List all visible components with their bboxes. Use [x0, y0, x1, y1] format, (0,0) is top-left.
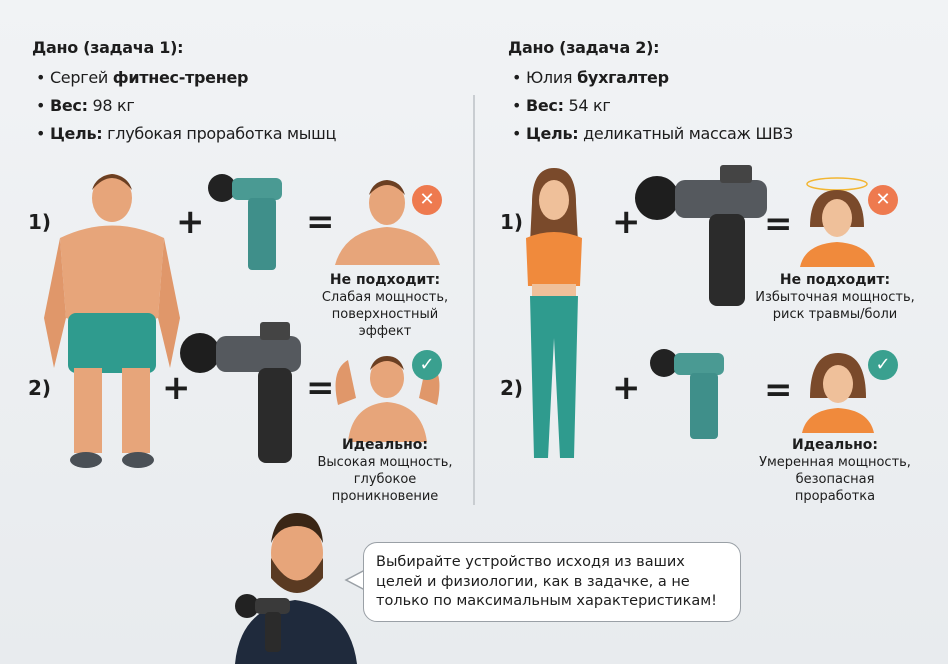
task1-option2-number: 2): [28, 376, 52, 400]
caption-line: проникновение: [331, 489, 439, 504]
task1-weight: • Вес: 98 кг: [36, 96, 135, 115]
advice-speech-bubble: Выбирайте устройство исходя из ваших цел…: [363, 542, 741, 622]
equals-sign: =: [764, 370, 793, 410]
equals-sign: =: [764, 204, 793, 244]
task1-option2-caption: Идеально: Высокая мощность, глубокое про…: [300, 437, 470, 505]
caption-line: Избыточная мощность,: [755, 290, 915, 305]
compact-massage-gun-illustration: [208, 174, 282, 270]
task2-option1-number: 1): [500, 210, 524, 234]
advisor-man-illustration: [235, 513, 357, 664]
sad-man-illustration: [335, 180, 440, 265]
plus-sign: +: [176, 202, 205, 242]
caption-line: Слабая мощность,: [321, 290, 449, 305]
caption-line: поверхностный: [331, 307, 439, 322]
caption-line: эффект: [358, 324, 412, 339]
caption-line: Умеренная мощность,: [759, 455, 911, 470]
caption-title: Не подходит:: [779, 272, 891, 288]
task2-person: • Юлия бухгалтер: [512, 68, 669, 87]
equals-sign: =: [306, 368, 335, 408]
task2-option1-caption: Не подходит: Избыточная мощность, риск т…: [750, 272, 920, 323]
dizzy-woman-illustration: [800, 177, 875, 267]
equals-sign: =: [306, 202, 335, 242]
check-icon: ✓: [412, 350, 442, 380]
check-icon: ✓: [868, 350, 898, 380]
compact-massage-gun-illustration: [650, 349, 724, 439]
speech-bubble-tail: [344, 569, 366, 591]
muscular-man-illustration: [44, 174, 180, 468]
task2-goal: • Цель: деликатный массаж ШВЗ: [512, 124, 793, 143]
caption-title: Не подходит:: [329, 272, 441, 288]
powerful-massage-gun-illustration: [180, 322, 301, 463]
task2-option2-caption: Идеально: Умеренная мощность, безопасная…: [750, 437, 920, 505]
task1-goal: • Цель: глубокая проработка мышц: [36, 124, 337, 143]
caption-title: Идеально:: [342, 437, 428, 453]
caption-line: риск травмы/боли: [772, 307, 898, 322]
powerful-massage-gun-illustration: [635, 165, 767, 306]
plus-sign: +: [162, 368, 191, 408]
x-icon: ✕: [868, 185, 898, 215]
task1-person: • Сергей фитнес-тренер: [36, 68, 249, 87]
task1-option1-caption: Не подходит: Слабая мощность, поверхност…: [300, 272, 470, 340]
caption-line: проработка: [794, 489, 876, 504]
task1-option1-number: 1): [28, 210, 52, 234]
task2-weight: • Вес: 54 кг: [512, 96, 611, 115]
x-icon: ✕: [412, 185, 442, 215]
plus-sign: +: [612, 202, 641, 242]
divider: [473, 95, 475, 505]
plus-sign: +: [612, 368, 641, 408]
task2-heading: Дано (задача 2):: [508, 38, 660, 57]
caption-line: глубокое: [353, 472, 417, 487]
caption-title: Идеально:: [792, 437, 878, 453]
task1-heading: Дано (задача 1):: [32, 38, 184, 57]
task2-option2-number: 2): [500, 376, 524, 400]
caption-line: Высокая мощность,: [317, 455, 453, 470]
happy-woman-illustration: [802, 353, 874, 433]
caption-line: безопасная: [795, 472, 875, 487]
woman-illustration: [526, 168, 582, 458]
